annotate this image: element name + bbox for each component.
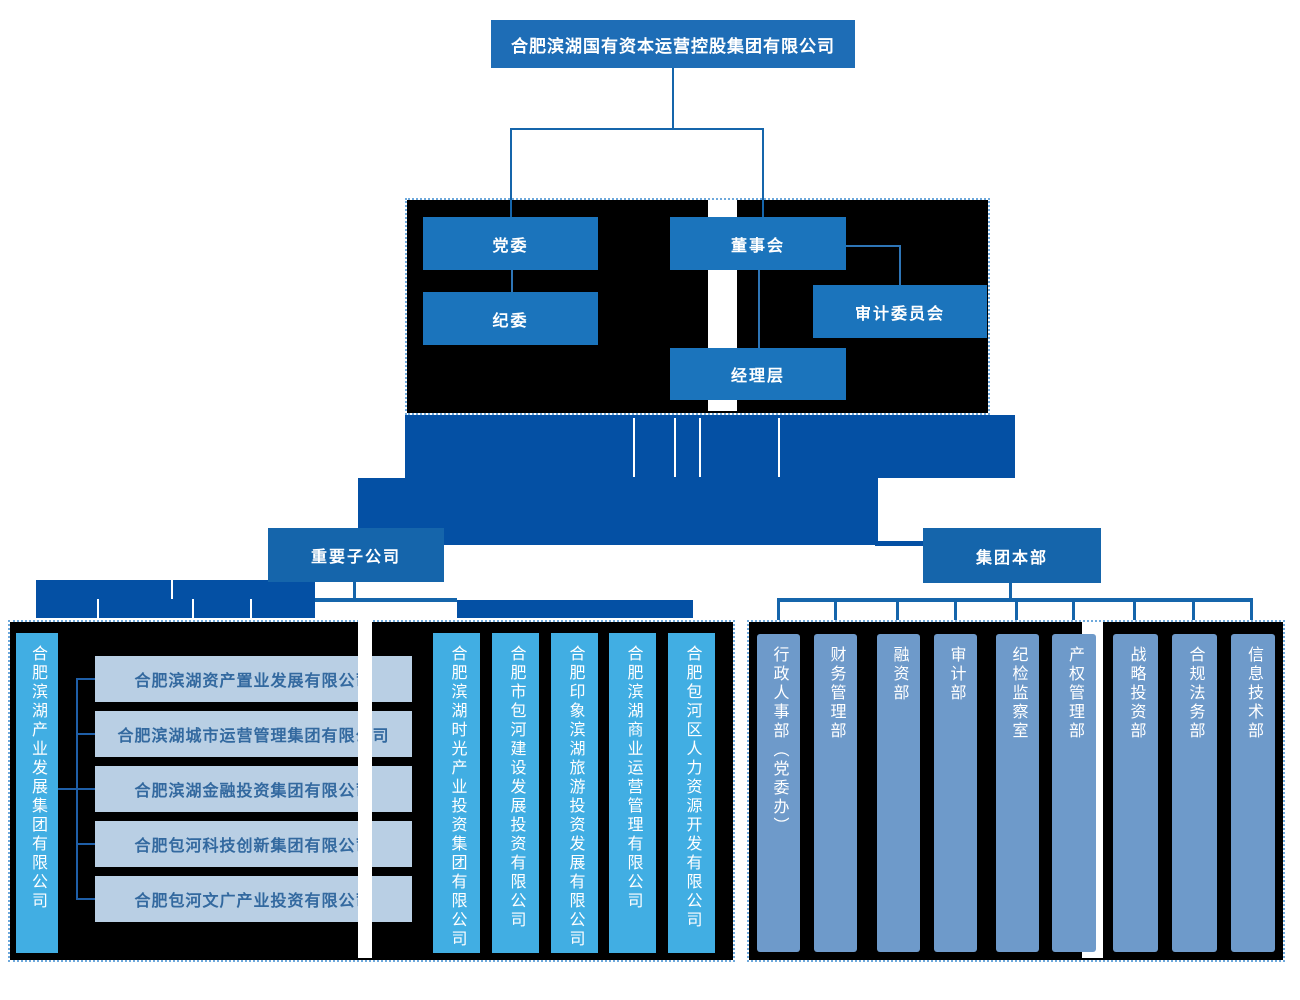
subsidiary-vertical-box: 合肥印象滨湖旅游投资发展有限公司 — [551, 633, 598, 953]
audit-committee-box: 审计委员会 — [813, 285, 987, 338]
band-tick-2 — [674, 418, 676, 477]
connector-root-horizontal — [510, 128, 764, 130]
comb-tick-4 — [954, 602, 957, 620]
connector-party-discipline — [511, 270, 513, 292]
headquarters-label-box: 集团本部 — [923, 528, 1101, 583]
connector-root-vertical — [672, 68, 674, 128]
comb-tick-8 — [1192, 602, 1195, 620]
child-stub-2 — [76, 733, 95, 735]
comb-tick-6 — [1072, 602, 1075, 620]
connector-party-drop — [510, 128, 512, 217]
children-trunk-line — [76, 678, 78, 900]
department-box: 财务管理部 — [814, 634, 857, 952]
blue-band-lower — [358, 478, 878, 545]
department-box: 审计部 — [934, 634, 977, 952]
comb-tick-7 — [1133, 602, 1136, 620]
departments-comb-horizontal — [777, 598, 1253, 602]
subsidiaries-panel-gap-strip — [358, 620, 372, 958]
department-box: 信息技术部 — [1231, 634, 1275, 952]
left-band-tick-c — [250, 599, 252, 618]
subsidiaries-drop-line — [353, 582, 356, 598]
subsidiary-vertical-box: 合肥滨湖商业运营管理有限公司 — [609, 633, 656, 953]
blue-band-stub-headquarters — [875, 541, 923, 546]
connector-board-audit-h — [846, 245, 901, 247]
management-box: 经理层 — [670, 348, 846, 400]
left-band-tick-a — [97, 599, 99, 618]
department-box: 融资部 — [877, 634, 920, 952]
connector-board-drop — [762, 128, 764, 217]
left-band-tick-up — [171, 580, 173, 599]
blue-band-upper — [405, 415, 1015, 478]
root-company-box: 合肥滨湖国有资本运营控股集团有限公司 — [491, 20, 855, 68]
child-stub-5 — [76, 898, 95, 900]
subsidiary-vertical-box: 合肥市包河建设发展投资有限公司 — [492, 633, 539, 953]
subsidiaries-thick-band — [457, 600, 693, 618]
comb-tick-3 — [896, 602, 899, 620]
department-box: 产权管理部 — [1052, 634, 1096, 952]
band-tick-4 — [778, 418, 780, 477]
department-box: 战略投资部 — [1113, 634, 1158, 952]
subsidiaries-label-box: 重要子公司 — [268, 528, 444, 582]
child-stub-4 — [76, 843, 95, 845]
department-box: 行政人事部（党委办） — [757, 634, 800, 952]
board-box: 董事会 — [670, 217, 846, 270]
subsidiary-vertical-box: 合肥包河区人力资源开发有限公司 — [668, 633, 715, 953]
primary-subsidiary-box: 合肥滨湖产业发展集团有限公司 — [16, 633, 58, 953]
comb-tick-1 — [777, 602, 780, 620]
subsidiaries-horizontal-line — [315, 598, 457, 602]
comb-tick-5 — [1015, 602, 1018, 620]
connector-board-management — [758, 270, 760, 348]
band-tick-3 — [699, 418, 701, 477]
party-committee-box: 党委 — [423, 217, 598, 270]
connector-board-audit-v — [899, 245, 901, 285]
discipline-committee-box: 纪委 — [423, 292, 598, 345]
subsidiary-vertical-box: 合肥滨湖时光产业投资集团有限公司 — [433, 633, 480, 953]
department-box: 合规法务部 — [1172, 634, 1217, 952]
headquarters-drop-line — [1009, 583, 1012, 598]
child-stub-1 — [76, 678, 95, 680]
band-tick-1 — [633, 418, 635, 477]
department-box: 纪检监察室 — [996, 634, 1039, 952]
left-band-tick-b — [192, 599, 194, 618]
comb-tick-2 — [834, 602, 837, 620]
comb-tick-9 — [1250, 602, 1253, 620]
left-connector-band — [36, 580, 315, 618]
